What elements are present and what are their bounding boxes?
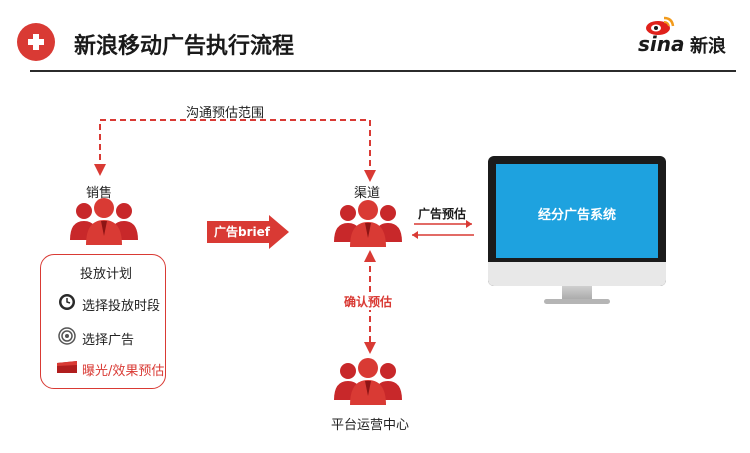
edge-label-confirm: 确认预估 <box>342 293 395 310</box>
edge-label-top-loop: 沟通预估范围 <box>186 106 265 121</box>
node-label-sales: 销售 <box>86 186 113 201</box>
people-group-icon <box>70 198 138 245</box>
plus-badge-icon <box>17 23 55 61</box>
sina-eye-icon <box>646 16 675 35</box>
people-group-icon <box>334 200 402 247</box>
clock-icon <box>59 294 75 310</box>
brief-arrow-icon <box>207 215 289 249</box>
monitor-screen-text: 经分广告系统 <box>537 208 616 223</box>
page-title: 新浪移动广告执行流程 <box>74 34 295 59</box>
monitor-chin <box>488 262 666 286</box>
monitor-arrows <box>412 220 474 239</box>
plan-item-ad: 选择广告 <box>82 333 135 348</box>
monitor-screen <box>496 164 658 258</box>
plan-item-estimate: 曝光/效果预估 <box>82 364 165 379</box>
plan-title: 投放计划 <box>80 267 133 282</box>
edge-label-estimate: 广告预估 <box>418 207 467 221</box>
monitor-stand <box>562 286 592 300</box>
node-label-channel: 渠道 <box>354 186 381 201</box>
monitor: 经分广告系统 <box>488 156 668 306</box>
logo-wordmark: sina <box>638 32 685 56</box>
sina-logo: sina 新浪 <box>634 14 742 58</box>
node-label-platform: 平台运营中心 <box>331 418 410 433</box>
chart-icon <box>57 361 77 373</box>
people-group-icon <box>334 358 402 405</box>
monitor-base <box>544 299 610 304</box>
edge-label-brief: 广告brief <box>214 225 270 239</box>
top-loop-connector <box>94 119 376 182</box>
logo-cn: 新浪 <box>690 36 726 57</box>
header-divider <box>30 70 736 72</box>
target-icon <box>58 327 76 345</box>
plan-item-time: 选择投放时段 <box>82 299 161 314</box>
